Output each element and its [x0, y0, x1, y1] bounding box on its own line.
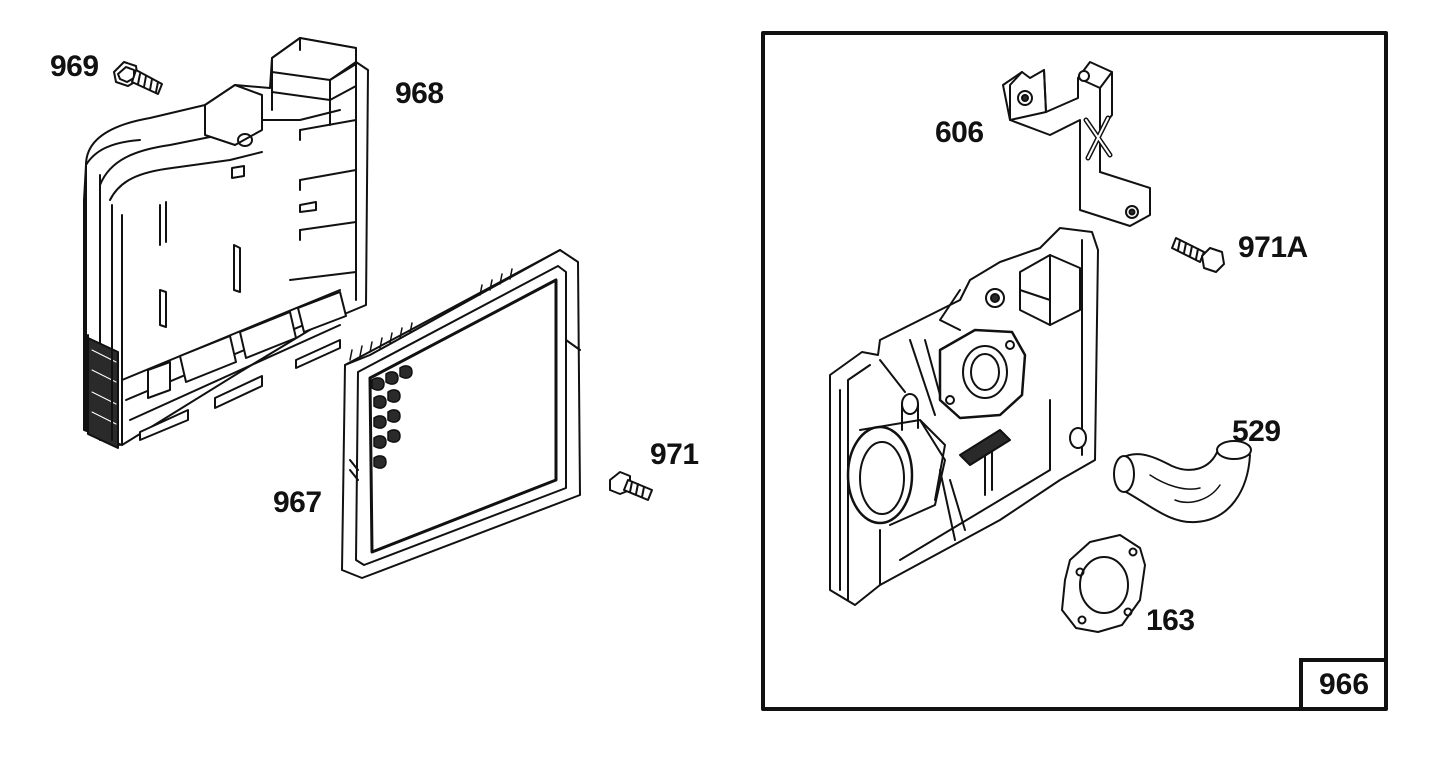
callout-969: 969: [50, 50, 99, 83]
part-163-gasket: [1062, 535, 1145, 632]
part-529-elbow-tube: [1114, 441, 1251, 522]
part-971-screw: [610, 472, 652, 500]
callout-967: 967: [273, 486, 322, 519]
callout-968: 968: [395, 77, 444, 110]
callout-971: 971: [650, 438, 699, 471]
callout-163: 163: [1146, 604, 1195, 637]
part-971a-bolt: [1172, 238, 1224, 272]
assembly-966-label-box: 966: [1299, 658, 1385, 708]
part-969-bolt: [114, 62, 162, 94]
callout-606: 606: [935, 116, 984, 149]
callout-966: 966: [1318, 668, 1370, 701]
part-966-base-plate: [830, 228, 1098, 605]
part-606-bracket: [1003, 62, 1150, 226]
part-967-air-filter: [342, 250, 580, 578]
callout-971a: 971A: [1238, 231, 1308, 264]
assembly-966-frame: [763, 33, 1386, 709]
part-968-air-cleaner-housing: [84, 38, 368, 448]
callout-529: 529: [1232, 415, 1281, 448]
